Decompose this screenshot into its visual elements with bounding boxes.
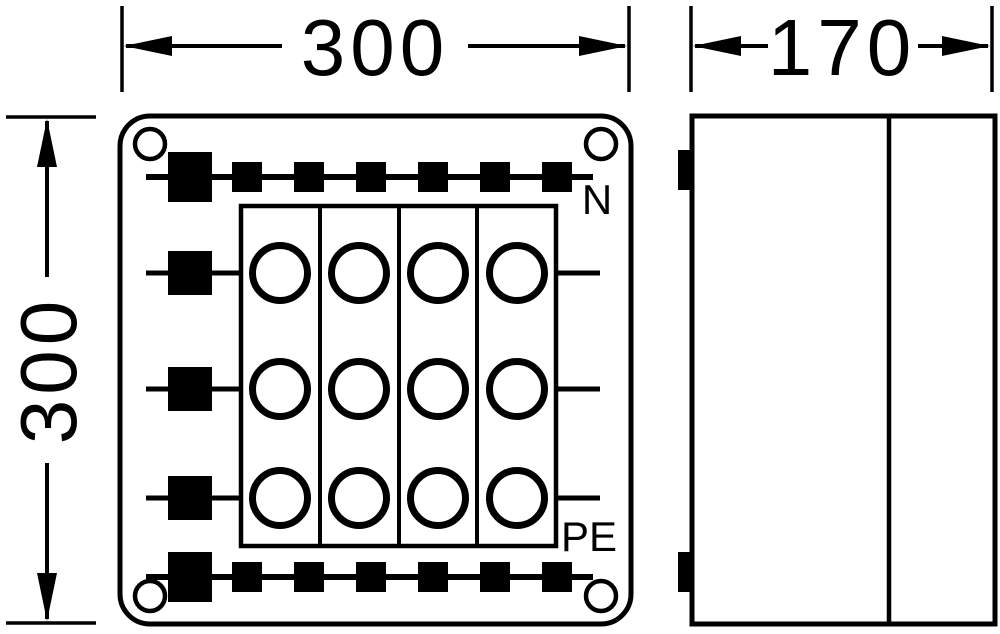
dimension-arrow-left [124, 36, 172, 56]
depth-dimension: 170 [689, 3, 994, 92]
terminal-opening [486, 358, 548, 420]
feed-terminal [168, 152, 212, 202]
pe-label: PE [561, 513, 617, 560]
front-height-dimension: 300 [4, 115, 96, 625]
terminal-opening [328, 467, 390, 529]
terminal-block [238, 203, 559, 549]
terminal-opening [249, 242, 311, 304]
neutral-label: N [582, 176, 612, 223]
feed-terminal [168, 367, 212, 411]
terminal-opening [249, 358, 311, 420]
dimension-arrow-right [942, 36, 990, 56]
enclosure-outline [117, 113, 634, 627]
dimension-text-mask [768, 4, 918, 84]
feed-terminal [168, 552, 212, 602]
side-view [678, 113, 998, 627]
front-view: N [117, 113, 634, 627]
feed-terminal [168, 251, 212, 295]
corner-screw [132, 126, 168, 162]
dimension-arrow-left [693, 36, 741, 56]
dimension-text-mask [4, 277, 86, 463]
dimension-arrow-up [37, 119, 57, 167]
busbar-contact [542, 162, 572, 192]
pe-busbar: PE [146, 513, 617, 602]
busbar-contact [418, 562, 448, 592]
dimension-arrow-right [579, 36, 627, 56]
terminal-opening [407, 467, 469, 529]
terminal-opening [328, 358, 390, 420]
dimension-arrow-down [37, 573, 57, 621]
busbar-contact [356, 562, 386, 592]
terminal-opening [407, 242, 469, 304]
terminal-opening [249, 467, 311, 529]
feed-terminal [168, 476, 212, 520]
terminal-opening [486, 467, 548, 529]
side-outline [689, 113, 998, 627]
busbar-contact [232, 162, 262, 192]
busbar-contact [232, 562, 262, 592]
front-width-value: 300 [301, 3, 449, 92]
busbar-contact [356, 162, 386, 192]
neutral-busbar: N [146, 152, 612, 223]
terminal-opening [328, 242, 390, 304]
busbar-contact [418, 162, 448, 192]
front-width-dimension: 300 [120, 3, 631, 92]
busbar-contact [480, 562, 510, 592]
busbar-contact [294, 162, 324, 192]
terminal-opening [486, 242, 548, 304]
terminal-opening [407, 358, 469, 420]
busbar-contact [294, 562, 324, 592]
corner-screw [583, 126, 619, 162]
busbar-contact [542, 562, 572, 592]
dimension-text-mask [282, 4, 468, 84]
busbar-contact [480, 162, 510, 192]
depth-value: 170 [768, 3, 916, 92]
corner-screw [132, 578, 168, 614]
corner-screw [583, 578, 619, 614]
front-height-value: 300 [4, 296, 93, 444]
